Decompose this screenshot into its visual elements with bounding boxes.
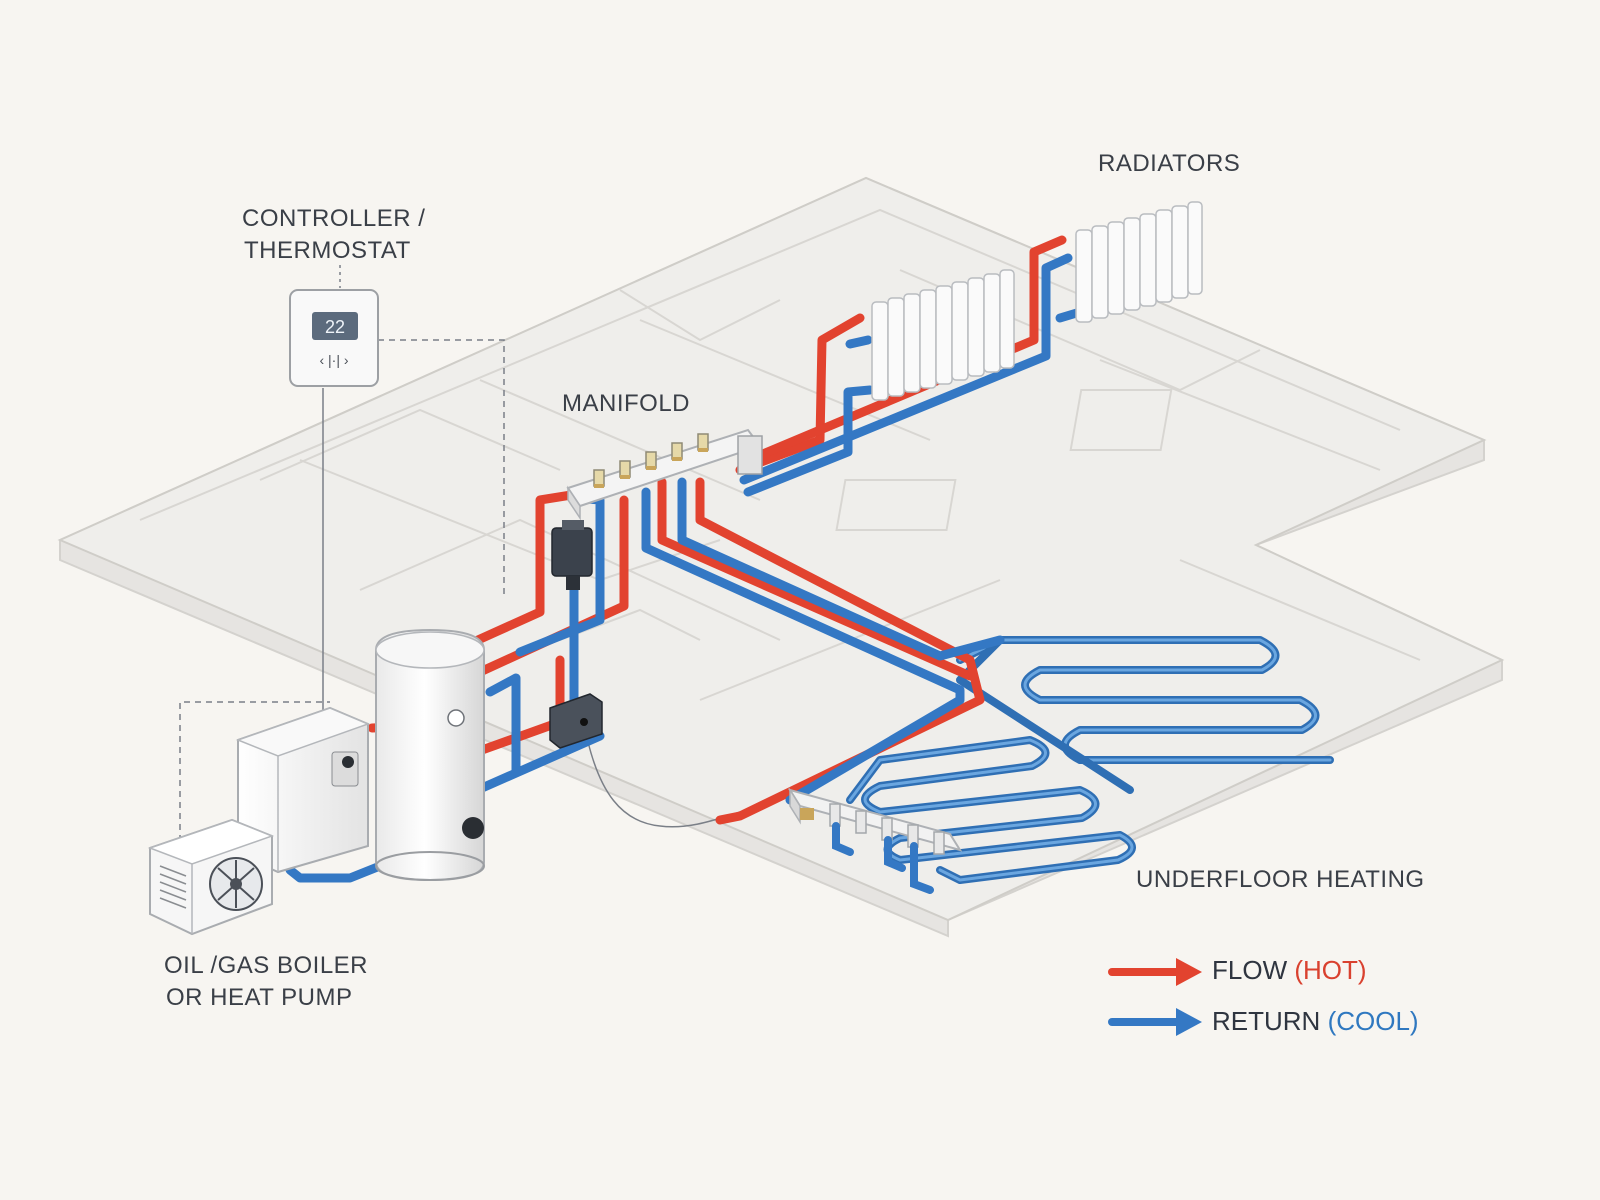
manifold-lower <box>787 787 963 894</box>
underfloor-label: UNDERFLOOR HEATING <box>1136 866 1425 893</box>
legend-flow-note: (HOT) <box>1294 955 1367 985</box>
radiator-left <box>871 269 1015 401</box>
legend-return-arrow <box>1108 1008 1202 1036</box>
legend-flow: FLOW (HOT) <box>1212 955 1367 986</box>
legend-return-note: (COOL) <box>1327 1006 1419 1036</box>
legend-flow-label: FLOW <box>1212 955 1288 985</box>
controller-label-line2: THERMOSTAT <box>244 237 411 264</box>
manifold-label: MANIFOLD <box>562 390 691 417</box>
underfloor-loops <box>846 636 1334 884</box>
outdoor-heat-pump <box>147 818 275 936</box>
radiator-right <box>1075 201 1203 323</box>
boiler-label-line1: OIL /GAS BOILER <box>164 952 369 979</box>
boiler-label-line2: OR HEAT PUMP <box>166 984 353 1011</box>
thermostat-device: 22 ‹ |·| › <box>289 289 379 387</box>
legend-return-label: RETURN <box>1212 1006 1321 1036</box>
manifold-upper <box>566 428 763 521</box>
thermostat-buttons: ‹ |·| › <box>319 352 348 368</box>
thermostat-display: 22 <box>325 317 345 337</box>
boiler-unit <box>235 706 371 874</box>
hot-water-cylinder <box>375 628 485 882</box>
pump-lower <box>549 693 603 749</box>
radiators-label: RADIATORS <box>1098 150 1241 177</box>
legend-return: RETURN (COOL) <box>1212 1006 1419 1037</box>
controller-label-line1: CONTROLLER / <box>242 205 426 232</box>
pump-upper <box>551 520 593 590</box>
legend-flow-arrow <box>1108 958 1202 986</box>
